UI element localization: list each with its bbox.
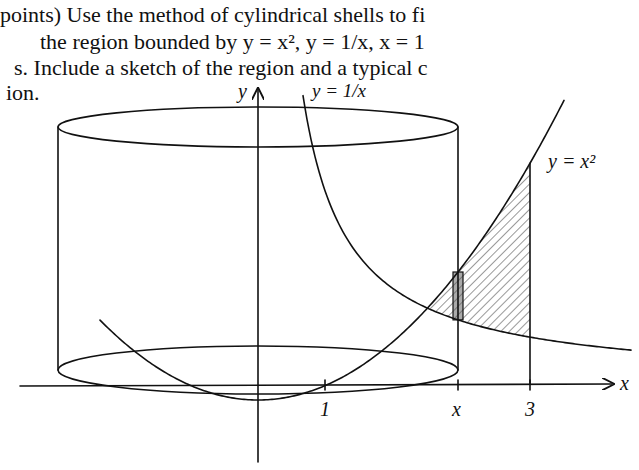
cylinder-side [57,127,59,370]
cylinder-top [58,107,458,147]
question-text: s. Include a sketch of the region and a … [14,55,428,80]
tick-label: 1 [320,398,330,421]
cylinder-bottom [58,346,458,394]
boundary-line [529,163,531,384]
tick-label: x [452,398,461,421]
question-text: the region bounded by y = x², y = 1/x, x… [40,29,425,54]
curve-label: y = x² [548,150,595,173]
axis-label: y [238,80,247,103]
tick-mark [457,380,459,390]
curve-label: y = 1/x [312,80,366,102]
tick-label: 3 [525,398,535,421]
question-text: ion. [6,80,40,105]
parabola-curve [100,100,564,400]
question-text: points) Use the method of cylindrical sh… [0,2,425,27]
y-axis [257,90,259,462]
hyperbola-curve [303,96,631,350]
cylinder-side [457,127,459,370]
axis-label: x [620,372,629,395]
